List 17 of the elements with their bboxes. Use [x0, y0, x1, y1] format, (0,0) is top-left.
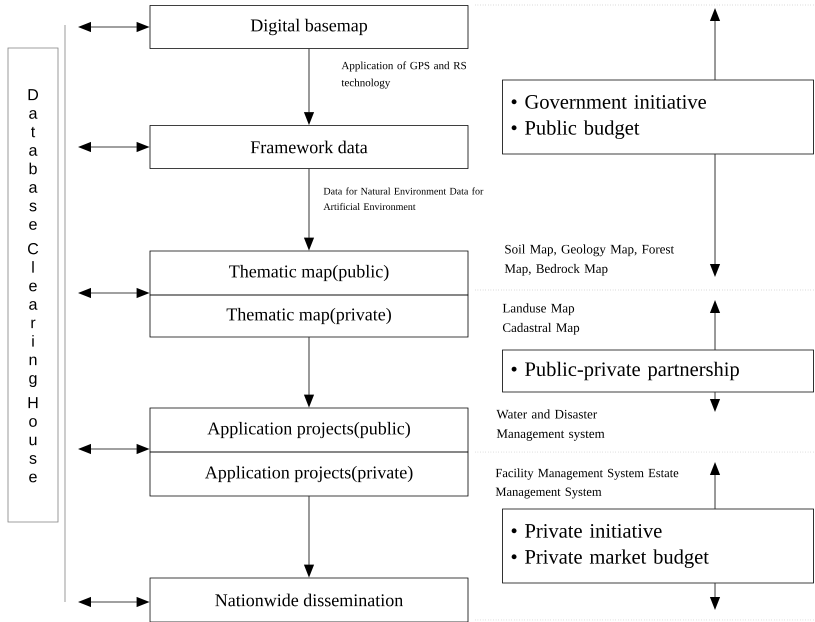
initiative-box: • Government initiative • Public budget [502, 80, 814, 154]
initiative-box: • Private initiative • Private market budget [502, 508, 814, 584]
note-text: Water and Disaster Management system [496, 409, 605, 441]
note-text: Soil Map, Geology Map, Forest Map, Bedrock Map [504, 244, 674, 276]
process-box: Thematic map(public) [150, 250, 468, 296]
edge-label: Application of GPS and RS technology [342, 61, 466, 89]
process-box: Nationwide dissemination [150, 578, 468, 622]
process-box: Thematic map(private) [150, 294, 468, 338]
process-box: Application projects(private) [150, 452, 468, 496]
vertical-label-box: Database Clearing House [8, 48, 58, 522]
edge-label: Data for Natural Environment Data for Artificial Environment [324, 187, 484, 210]
note-text: Landuse Map Cadastral Map [502, 303, 580, 335]
initiative-box: • Public-private partnership [502, 350, 814, 392]
note-text: Facility Management System Estate Management System [496, 468, 678, 499]
process-box: Digital basemap [150, 5, 468, 49]
process-box: Framework data [150, 125, 468, 169]
process-box: Application projects(public) [150, 408, 468, 452]
